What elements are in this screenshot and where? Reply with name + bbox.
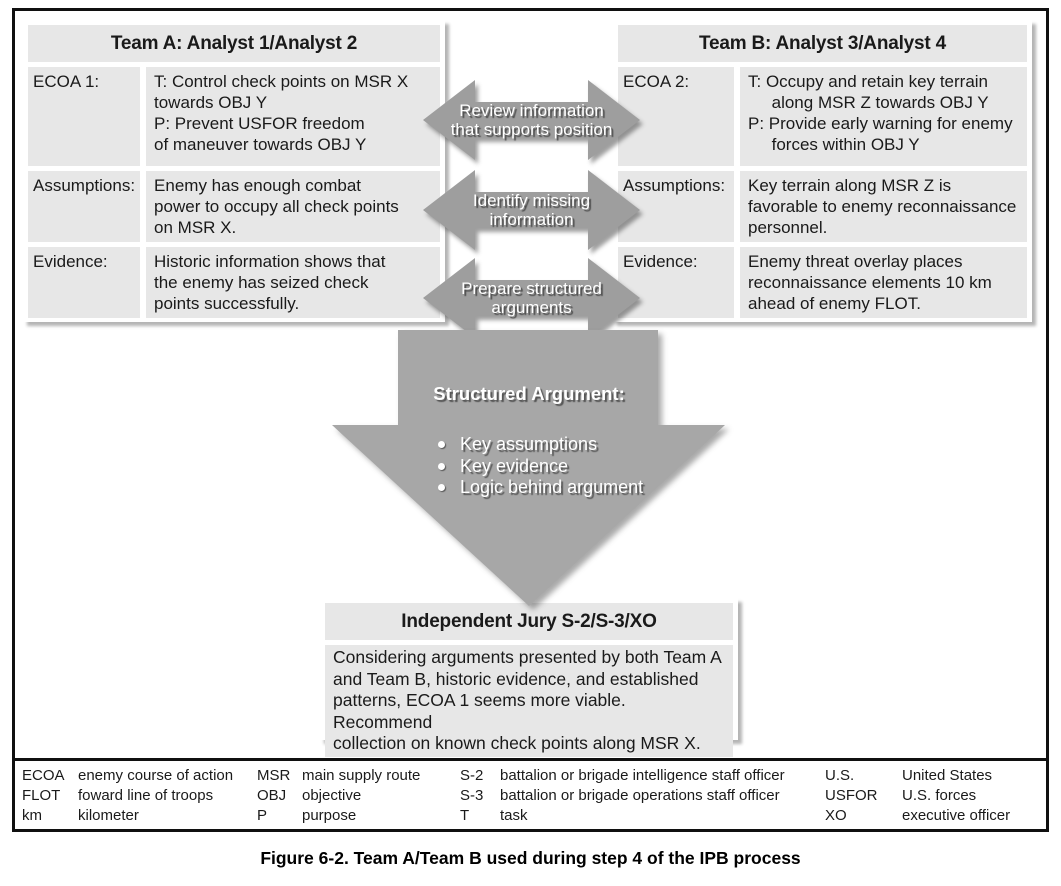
team-a-row-assumptions: Assumptions: Enemy has enough combat pow… xyxy=(28,171,440,242)
legend-abbr: S-3 xyxy=(460,787,484,804)
legend-abbr: P xyxy=(257,807,268,824)
jury-body: Considering arguments presented by both … xyxy=(325,645,733,757)
legend-def: United States xyxy=(902,767,993,784)
legend-def: executive officer xyxy=(902,807,1011,824)
legend-def: task xyxy=(500,807,528,824)
legend-def: kilometer xyxy=(78,807,139,824)
team-b-panel: Team B: Analyst 3/Analyst 4 ECOA 2: T: O… xyxy=(613,20,1032,322)
team-a-title: Team A: Analyst 1/Analyst 2 xyxy=(28,25,440,62)
team-a-panel: Team A: Analyst 1/Analyst 2 ECOA 1: T: C… xyxy=(23,20,445,322)
team-a-ecoa-content: T: Control check points on MSR X towards… xyxy=(146,67,440,166)
team-b-ecoa-label: ECOA 2: xyxy=(618,67,734,166)
legend-def: foward line of troops xyxy=(78,787,214,804)
legend-def: enemy course of action xyxy=(78,767,234,784)
team-a-evidence-content: Historic information shows that the enem… xyxy=(146,247,440,318)
bullet-text: Logic behind argument xyxy=(460,477,644,497)
team-b-evidence-content: Enemy threat overlay places reconnaissan… xyxy=(740,247,1027,318)
team-a-assumptions-content: Enemy has enough combat power to occupy … xyxy=(146,171,440,242)
legend-entry: S-3 battalion or brigade operations staff… xyxy=(460,786,785,806)
bullet-text: Key evidence xyxy=(460,455,569,476)
legend-abbr: USFOR xyxy=(825,787,878,804)
team-b-evidence-label: Evidence: xyxy=(618,247,734,318)
team-a-row-evidence: Evidence: Historic information shows tha… xyxy=(28,247,440,318)
legend-entry: U.S. United States xyxy=(825,766,1010,786)
legend-group-1: ECOA enemy course of action FLOT foward li… xyxy=(22,766,233,826)
legend-entry: km kilometer xyxy=(22,806,233,826)
structured-argument-title: Structured Argument: xyxy=(433,383,625,404)
legend-abbr: U.S. xyxy=(825,767,855,784)
legend-abbr: XO xyxy=(825,807,847,824)
legend-entry: XO executive officer xyxy=(825,806,1010,826)
exchange-arrow-prepare-label: Prepare structured arguments xyxy=(461,278,602,318)
exchange-arrow-review: Review information that supports positio… xyxy=(423,80,640,160)
exchange-arrow-identify-label: Identify missing information xyxy=(472,190,591,230)
legend-entry: USFOR U.S. forces xyxy=(825,786,1010,806)
jury-title: Independent Jury S-2/S-3/XO xyxy=(325,603,733,640)
bullet-text: Key assumptions xyxy=(460,434,598,454)
team-b-row-evidence: Evidence: Enemy threat overlay places re… xyxy=(618,247,1027,318)
structured-argument-arrow: Structured Argument: Key assumptions Key… xyxy=(330,330,728,608)
legend-entry: OBJ objective xyxy=(257,786,420,806)
team-a-assumptions-label: Assumptions: xyxy=(28,171,141,242)
figure-caption: Figure 6-2. Team A/Team B used during st… xyxy=(260,848,801,868)
legend-def: purpose xyxy=(302,807,357,824)
legend-group-3: S-2 battalion or brigade intelligence sta… xyxy=(460,766,785,826)
team-a-row-ecoa: ECOA 1: T: Control check points on MSR X… xyxy=(28,67,440,166)
structured-argument-bullets: Key assumptions Key evidence Logic behin… xyxy=(438,434,643,499)
legend-abbr: km xyxy=(22,807,42,824)
team-b-assumptions-label: Assumptions: xyxy=(618,171,734,242)
independent-jury-panel: Independent Jury S-2/S-3/XO Considering … xyxy=(320,598,738,757)
legend-def: battalion or brigade intelligence staff … xyxy=(500,767,785,784)
legend-def: objective xyxy=(302,787,362,804)
legend-entry: S-2 battalion or brigade intelligence sta… xyxy=(460,766,785,786)
legend-abbr: FLOT xyxy=(22,787,61,804)
legend-frame xyxy=(12,758,1049,832)
exchange-arrow-identify: Identify missing information xyxy=(423,170,640,250)
structured-argument-bullet: Key evidence xyxy=(438,456,643,478)
legend-abbr: MSR xyxy=(257,767,291,784)
legend-abbr: T xyxy=(460,807,470,824)
team-a-ecoa-label: ECOA 1: xyxy=(28,67,140,166)
legend-abbr: OBJ xyxy=(257,787,287,804)
team-b-row-ecoa: ECOA 2: T: Occupy and retain key terrain… xyxy=(618,67,1027,166)
team-b-title: Team B: Analyst 3/Analyst 4 xyxy=(618,25,1027,62)
team-b-ecoa-content: T: Occupy and retain key terrain along M… xyxy=(740,67,1027,166)
structured-argument-bullet: Key assumptions xyxy=(438,434,643,456)
legend-def: battalion or brigade operations staff of… xyxy=(500,787,780,804)
team-b-row-assumptions: Assumptions: Key terrain along MSR Z is … xyxy=(618,171,1027,242)
legend-entry: FLOT foward line of troops xyxy=(22,786,233,806)
exchange-arrow-review-label: Review information that supports positio… xyxy=(450,100,613,140)
structured-argument-bullet: Logic behind argument xyxy=(438,477,643,499)
legend-abbr: ECOA xyxy=(22,767,65,784)
legend-entry: MSR main supply route xyxy=(257,766,420,786)
legend-abbr: S-2 xyxy=(460,767,484,784)
legend-entry: ECOA enemy course of action xyxy=(22,766,233,786)
exchange-arrow-prepare: Prepare structured arguments xyxy=(423,258,640,338)
legend-group-4: U.S. United States USFOR U.S. forces XO exe… xyxy=(825,766,1010,826)
legend-def: U.S. forces xyxy=(902,787,977,804)
legend-def: main supply route xyxy=(302,767,421,784)
team-a-evidence-label: Evidence: xyxy=(28,247,140,318)
team-b-assumptions-content: Key terrain along MSR Z is favorable to … xyxy=(740,171,1027,242)
